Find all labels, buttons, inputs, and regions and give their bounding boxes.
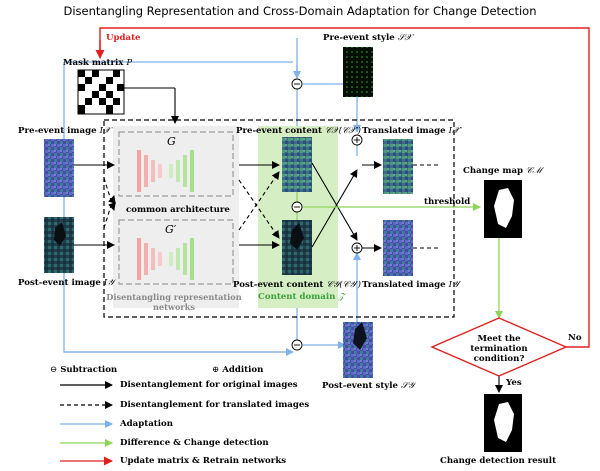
common-architecture-label: common architecture [126,205,230,215]
pre-event-style-label: Pre-event style 𝒮𝒳 [323,33,412,43]
no-label: No [568,333,582,343]
change-detection-result-label: Change detection result [440,456,557,466]
post-event-image-symbol: I𝒴 [103,278,115,288]
pre-event-image-symbol: I𝒳 [99,126,111,136]
mask-matrix [77,69,125,115]
network-background [113,126,239,308]
pre-event-content-image [282,137,312,192]
pre-event-content-symbol: 𝒞𝒳(𝒞𝒳′) [325,126,361,136]
generator-g-prime-label: G′ [165,223,177,236]
subtraction-icon: ⊖ [50,365,58,375]
translated-image-x [383,139,413,194]
generator-g-prime-layers [137,238,194,280]
content-domain-label: Content domain 𝒵 [258,292,345,302]
post-event-content-symbol: 𝒞𝒴(𝒞𝒴′) [326,280,362,290]
termination-condition-label: Meet the termination condition? [470,334,528,364]
post-event-style-text: Post-event style [322,381,399,391]
translated-image-x-text: Translated image [362,126,446,136]
dashed-outer-frame [103,119,455,318]
change-map-text: Change map [463,166,524,176]
mask-matrix-text: Mask matrix [63,58,124,68]
pre-event-content-label: Pre-event content 𝒞𝒳(𝒞𝒳′) [236,126,361,136]
pre-event-style-text: Pre-event style [323,33,395,43]
post-style-dark-region [353,322,367,350]
legend-subtraction-text: Subtraction [60,365,118,375]
pre-event-style-symbol: 𝒮𝒳 [397,33,412,43]
pre-event-image [44,139,74,197]
post-event-content-label: Post-event content 𝒞𝒴(𝒞𝒴′) [233,280,361,290]
result-region [494,402,514,442]
translated-image-y-text: Translated image [362,280,446,290]
legend-addition: ⊕ Addition [212,365,263,375]
threshold-label: threshold [424,197,471,207]
addition-icon: ⊕ [212,365,220,375]
generator-g-label: G [167,135,176,148]
post-event-image-dark-region [54,222,66,246]
difference-arrows [296,192,503,319]
legend-samples [60,381,113,466]
pre-event-image-text: Pre-event image [18,126,97,136]
pre-event-content-text: Pre-event content [236,126,323,136]
translated-image-y-label: Translated image I𝒴′ [362,280,461,290]
update-loop [95,27,590,348]
post-event-image-text: Post-event image [18,278,101,288]
translated-image-x-symbol: I𝒳′ [448,126,462,136]
operators [291,78,363,351]
legend-item-difference: Difference & Change detection [120,438,269,448]
legend-addition-text: Addition [222,365,264,375]
mask-matrix-symbol: P [126,58,133,68]
change-map-region [494,188,514,228]
change-map-label: Change map 𝒞ℳ [463,166,542,176]
disentangling-networks-label: Disentangling representation networks [106,292,242,312]
legend-item-update: Update matrix & Retrain networks [120,456,287,466]
translated-image-x-label: Translated image I𝒳′ [362,126,461,136]
translated-image-y-symbol: I𝒴′ [448,280,461,290]
generator-g-box [118,131,234,197]
termination-diamond [430,317,568,377]
legend-item-translated: Disentanglement for translated images [120,400,310,410]
content-domain-symbol: 𝒵 [338,292,345,302]
pre-event-style-image [343,47,373,97]
generator-g-layers [137,150,194,192]
translated-image-y [383,220,413,276]
post-event-content-text: Post-event content [233,280,324,290]
diagram-title: Disentangling Representation and Cross-D… [63,4,537,18]
post-event-style-label: Post-event style 𝒮𝒴 [322,381,414,391]
legend-subtraction: ⊖ Subtraction [50,365,117,375]
legend-item-original: Disentanglement for original images [120,380,298,390]
post-event-image-label: Post-event image I𝒴 [18,278,114,288]
yes-label: Yes [506,378,522,388]
update-label: Update [106,33,141,43]
generator-g-prime-box [118,219,234,285]
disentanglement-original-arrows [74,161,503,393]
content-domain-text: Content domain [258,292,336,302]
post-event-style-symbol: 𝒮𝒴 [401,381,415,391]
legend-item-adaptation: Adaptation [120,419,174,429]
post-content-dark-region [290,223,304,250]
mask-matrix-label: Mask matrix P [63,58,132,68]
pre-event-image-label: Pre-event image I𝒳 [18,126,110,136]
change-map-symbol: 𝒞ℳ [526,166,542,176]
disentanglement-translated-arrows [103,164,440,249]
